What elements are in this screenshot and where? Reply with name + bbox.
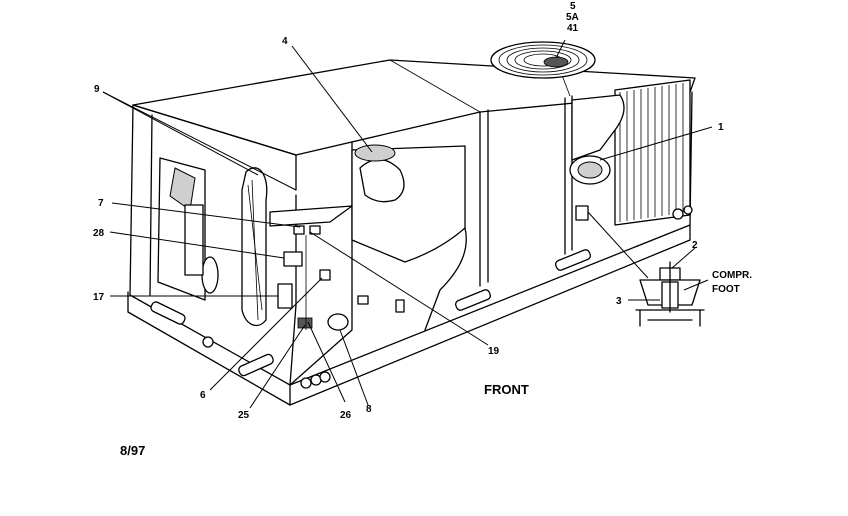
front-label: FRONT	[484, 382, 529, 397]
callout-5: 5	[570, 1, 576, 12]
callout-25: 25	[238, 410, 250, 421]
callout-labels: 4 5 5A 41 9 1 7 28 2 COMPR. FOOT 17 3 19…	[93, 1, 752, 458]
callout-19: 19	[488, 346, 500, 357]
callout-compr: COMPR.	[712, 270, 752, 281]
callout-3: 3	[616, 296, 622, 307]
evaporator-section	[157, 157, 268, 327]
callout-41: 41	[567, 23, 579, 34]
blower-assembly	[327, 144, 467, 331]
callout-17: 17	[93, 292, 105, 303]
compressor-foot-detail	[635, 261, 705, 327]
callout-8: 8	[366, 404, 372, 415]
callout-26: 26	[340, 410, 352, 421]
leader-lines	[102, 39, 713, 409]
callout-5a: 5A	[566, 12, 579, 23]
control-box	[269, 205, 353, 330]
callout-28: 28	[93, 228, 105, 239]
callout-7: 7	[98, 198, 104, 209]
callout-foot: FOOT	[712, 284, 740, 295]
callout-9: 9	[94, 84, 100, 95]
callout-6: 6	[200, 390, 206, 401]
compressor-compartment	[569, 94, 625, 221]
callout-2: 2	[692, 240, 698, 251]
callout-4: 4	[282, 36, 288, 47]
callout-1: 1	[718, 122, 724, 133]
date-label: 8/97	[120, 443, 145, 458]
